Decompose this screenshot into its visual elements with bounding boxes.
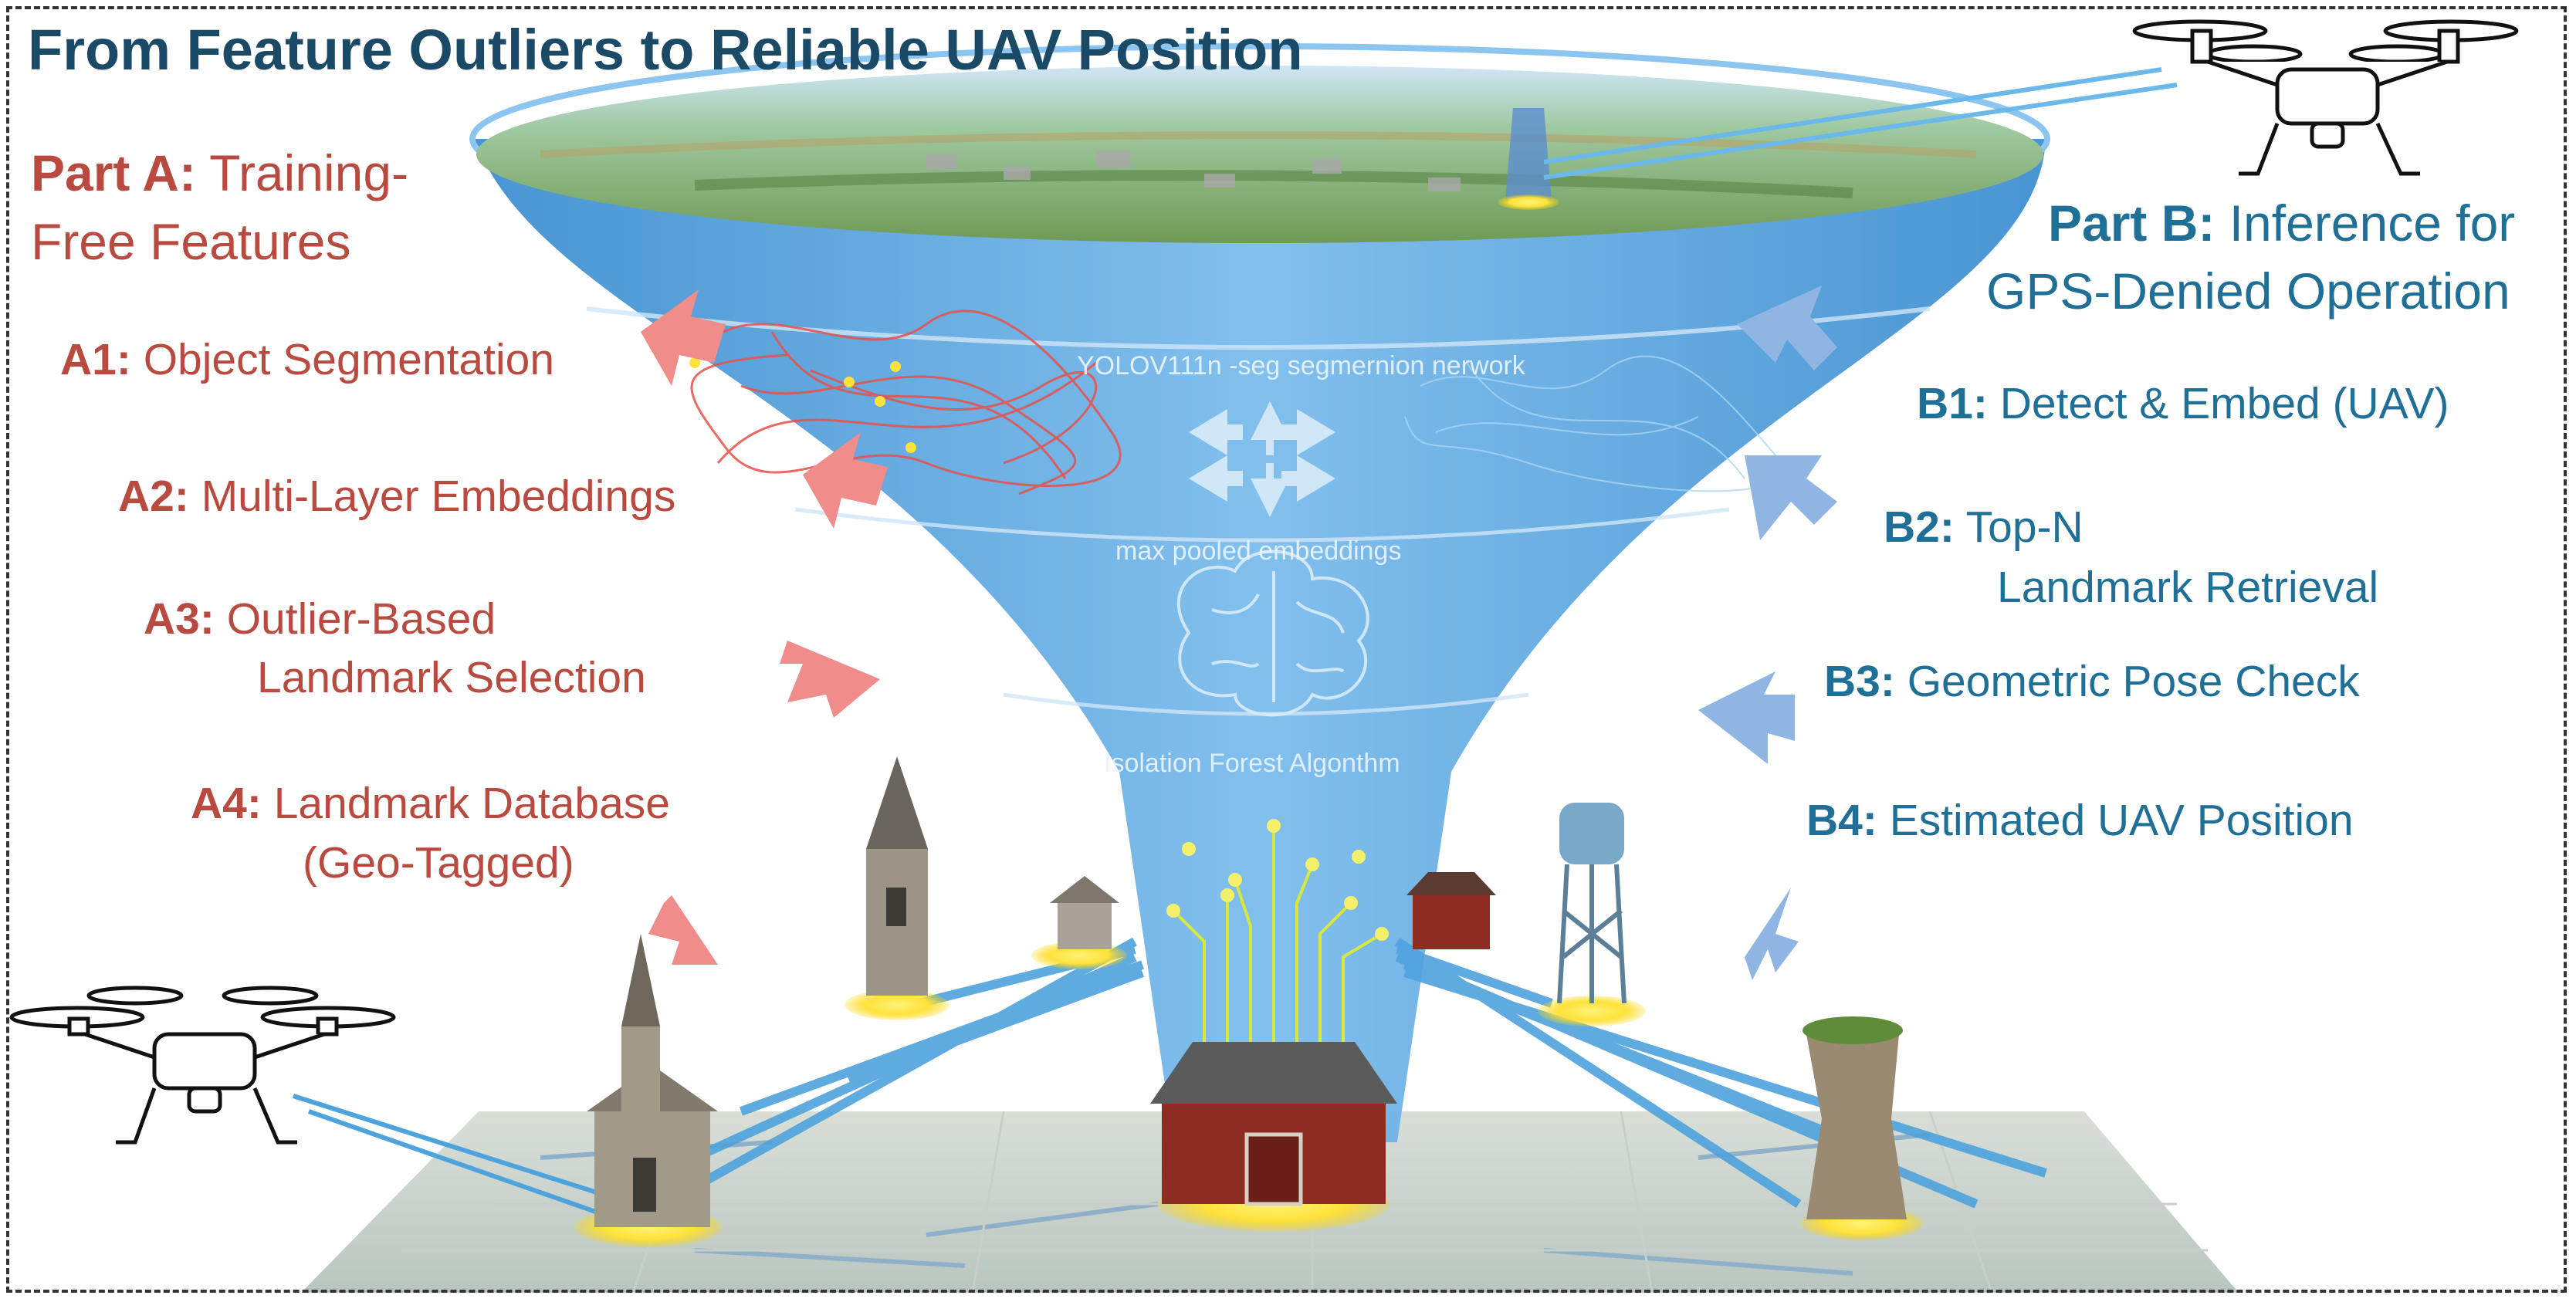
step-a2-id: A2: [118, 472, 189, 521]
church-icon [845, 756, 949, 1020]
water-tower-icon [1538, 803, 1646, 1026]
outlier-scatter-red [690, 309, 1122, 495]
step-b4-id: B4: [1806, 796, 1877, 845]
step-a1: A1: Object Segmentation [60, 330, 554, 390]
funnel-label-algorithm: Isolation Forest Algonthm [1104, 749, 1400, 778]
step-a3-id: A3: [144, 594, 215, 644]
part-b-heading: Part B: Inference for [2048, 189, 2515, 258]
arrow-a1-icon [641, 289, 726, 386]
barn-icon [1406, 872, 1496, 949]
part-b-text: Inference for [2229, 194, 2516, 252]
step-a3: A3: Outlier-Based [144, 590, 496, 649]
diagram-title: From Feature Outliers to Reliable UAV Po… [28, 18, 1303, 82]
arrow-a4-icon [648, 895, 718, 965]
part-b-line2: GPS-Denied Operation [1986, 262, 2510, 320]
step-b2-line2: Landmark Retrieval [1997, 563, 2379, 612]
part-b-label: Part B: [2048, 194, 2215, 252]
step-a2-text: Multi-Layer Embeddings [201, 472, 676, 521]
arrow-b2-icon [1745, 455, 1837, 540]
step-b1-text: Detect & Embed (UAV) [1999, 379, 2449, 428]
arrow-a3-icon [780, 641, 880, 718]
step-a4-line2: (Geo-Tagged) [303, 838, 574, 888]
drone-icon [2132, 19, 2519, 176]
step-a3-line2: Landmark Selection [257, 653, 646, 702]
step-b2-text: Top-N [1965, 502, 2083, 552]
step-b3-id: B3: [1824, 657, 1895, 706]
step-b4: B4: Estimated UAV Position [1806, 791, 2354, 851]
barn-icon [1150, 1042, 1397, 1232]
church-icon [574, 934, 723, 1247]
step-a4-id: A4: [191, 779, 262, 828]
step-a4: A4: Landmark Database [191, 774, 670, 834]
step-b3-text: Geometric Pose Check [1907, 657, 2360, 706]
drone-link-right [1543, 67, 2178, 180]
arrow-b4-icon [1745, 888, 1799, 980]
step-b2: B2: Top-N [1884, 498, 2083, 557]
step-b1-id: B1: [1917, 379, 1988, 428]
part-a-text: Training- Free Features [31, 144, 409, 271]
arrow-b3-icon [1698, 671, 1795, 764]
landscape-image [476, 66, 2043, 243]
step-a3-text: Outlier-Based [226, 594, 496, 644]
step-b3: B3: Geometric Pose Check [1824, 652, 2360, 712]
drone-link-left [293, 1094, 634, 1222]
step-b1: B1: Detect & Embed (UAV) [1917, 374, 2449, 434]
funnel-label-network: YOLOV111n -seg segmernion nerwork [1077, 351, 1525, 380]
funnel-label-embeddings: max pooled embeddings [1115, 536, 1402, 566]
part-a-heading: Part A: Training- Free Features [31, 139, 408, 276]
drone-icon [9, 986, 396, 1145]
arrow-b1-icon [1737, 286, 1837, 370]
brain-icon [1176, 550, 1369, 717]
circuit-icon [1172, 826, 1383, 1065]
step-a1-text: Object Segmentation [143, 335, 555, 384]
direction-arrows-icon [1189, 401, 1335, 517]
part-a-label: Part A: [31, 144, 196, 201]
rock-pillar-icon [1800, 1016, 1924, 1240]
step-b2-id: B2: [1884, 502, 1955, 552]
step-b4-text: Estimated UAV Position [1889, 796, 2354, 845]
step-a1-id: A1: [60, 335, 131, 384]
arrow-a2-icon [803, 432, 888, 529]
chapel-icon [1031, 876, 1127, 969]
step-a2: A2: Multi-Layer Embeddings [118, 467, 675, 526]
step-a4-text: Landmark Database [273, 779, 671, 828]
